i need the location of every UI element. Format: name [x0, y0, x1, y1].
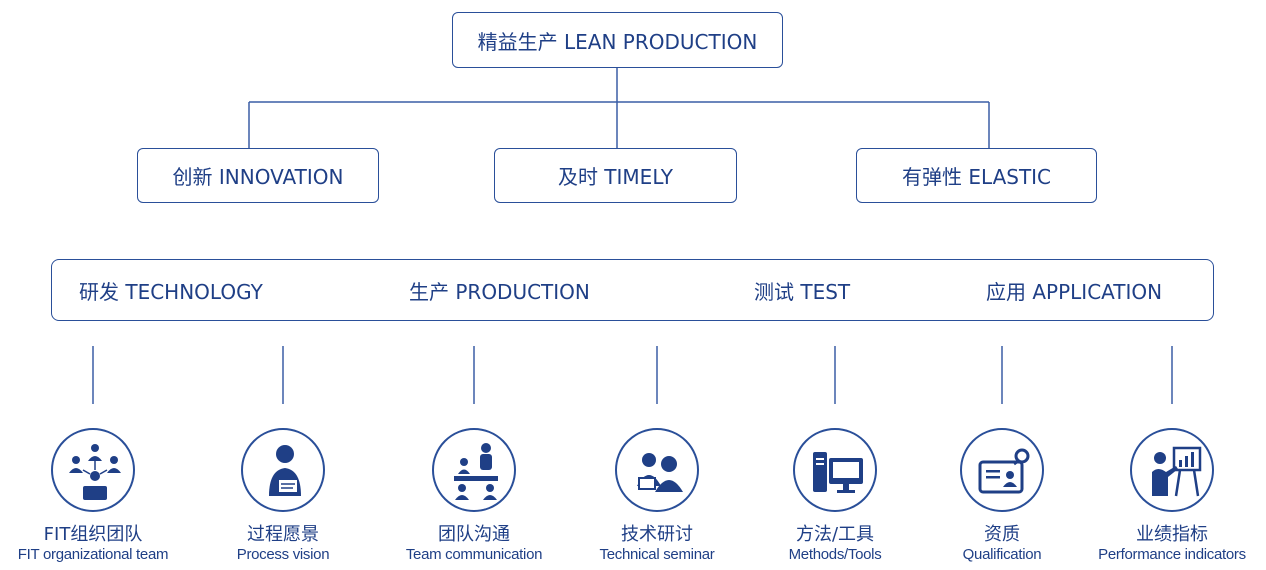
item-label-cn: 方法/工具 [795, 524, 875, 545]
presentation-chart-icon [1152, 446, 1202, 497]
item-label-cn: 技术研讨 [621, 524, 693, 545]
item-label-en: Process vision [236, 546, 330, 563]
person-thinking-icon [269, 445, 301, 496]
principle-label: 有弹性 ELASTIC [901, 165, 1052, 189]
id-card-icon [978, 448, 1030, 494]
item-label-cn: 业绩指标 [1136, 524, 1208, 545]
item-label-en: Qualification [962, 546, 1042, 563]
computer-icon [813, 452, 863, 493]
item-icon-circle [793, 428, 877, 512]
item-icon-circle [51, 428, 135, 512]
item-label-cn: 团队沟通 [438, 524, 510, 545]
root-label: 精益生产 LEAN PRODUCTION [477, 29, 758, 54]
principle-label: 及时 TIMELY [557, 165, 674, 189]
meeting-icon [454, 443, 498, 500]
item-label-en: Methods/Tools [788, 546, 882, 563]
item-icon-circle [241, 428, 325, 512]
principle-innovation: 创新 INNOVATION [137, 148, 379, 203]
item-icon-circle [432, 428, 516, 512]
category-production: 生产 PRODUCTION [409, 280, 590, 304]
item-icon-circle [960, 428, 1044, 512]
principle-timely: 及时 TIMELY [494, 148, 737, 203]
item-label-en: Team communication [405, 546, 543, 563]
item-label-en: Performance indicators [1098, 546, 1246, 563]
principle-elastic: 有弹性 ELASTIC [856, 148, 1097, 203]
item-label-en: FIT organizational team [17, 546, 169, 563]
root-node: 精益生产 LEAN PRODUCTION [452, 12, 783, 68]
category-test: 测试 TEST [754, 280, 851, 304]
item-icon-circle [615, 428, 699, 512]
category-application: 应用 APPLICATION [986, 280, 1163, 304]
categories-bar [51, 259, 1214, 321]
principle-label: 创新 INNOVATION [172, 165, 344, 189]
category-technology: 研发 TECHNOLOGY [79, 280, 263, 304]
seminar-icon [637, 453, 683, 492]
item-label-cn: FIT组织团队 [43, 524, 143, 545]
item-label-en: Technical seminar [599, 546, 715, 563]
item-label-cn: 资质 [984, 524, 1020, 545]
team-network-icon [69, 444, 121, 500]
item-icon-circle [1130, 428, 1214, 512]
item-label-cn: 过程愿景 [247, 524, 319, 545]
